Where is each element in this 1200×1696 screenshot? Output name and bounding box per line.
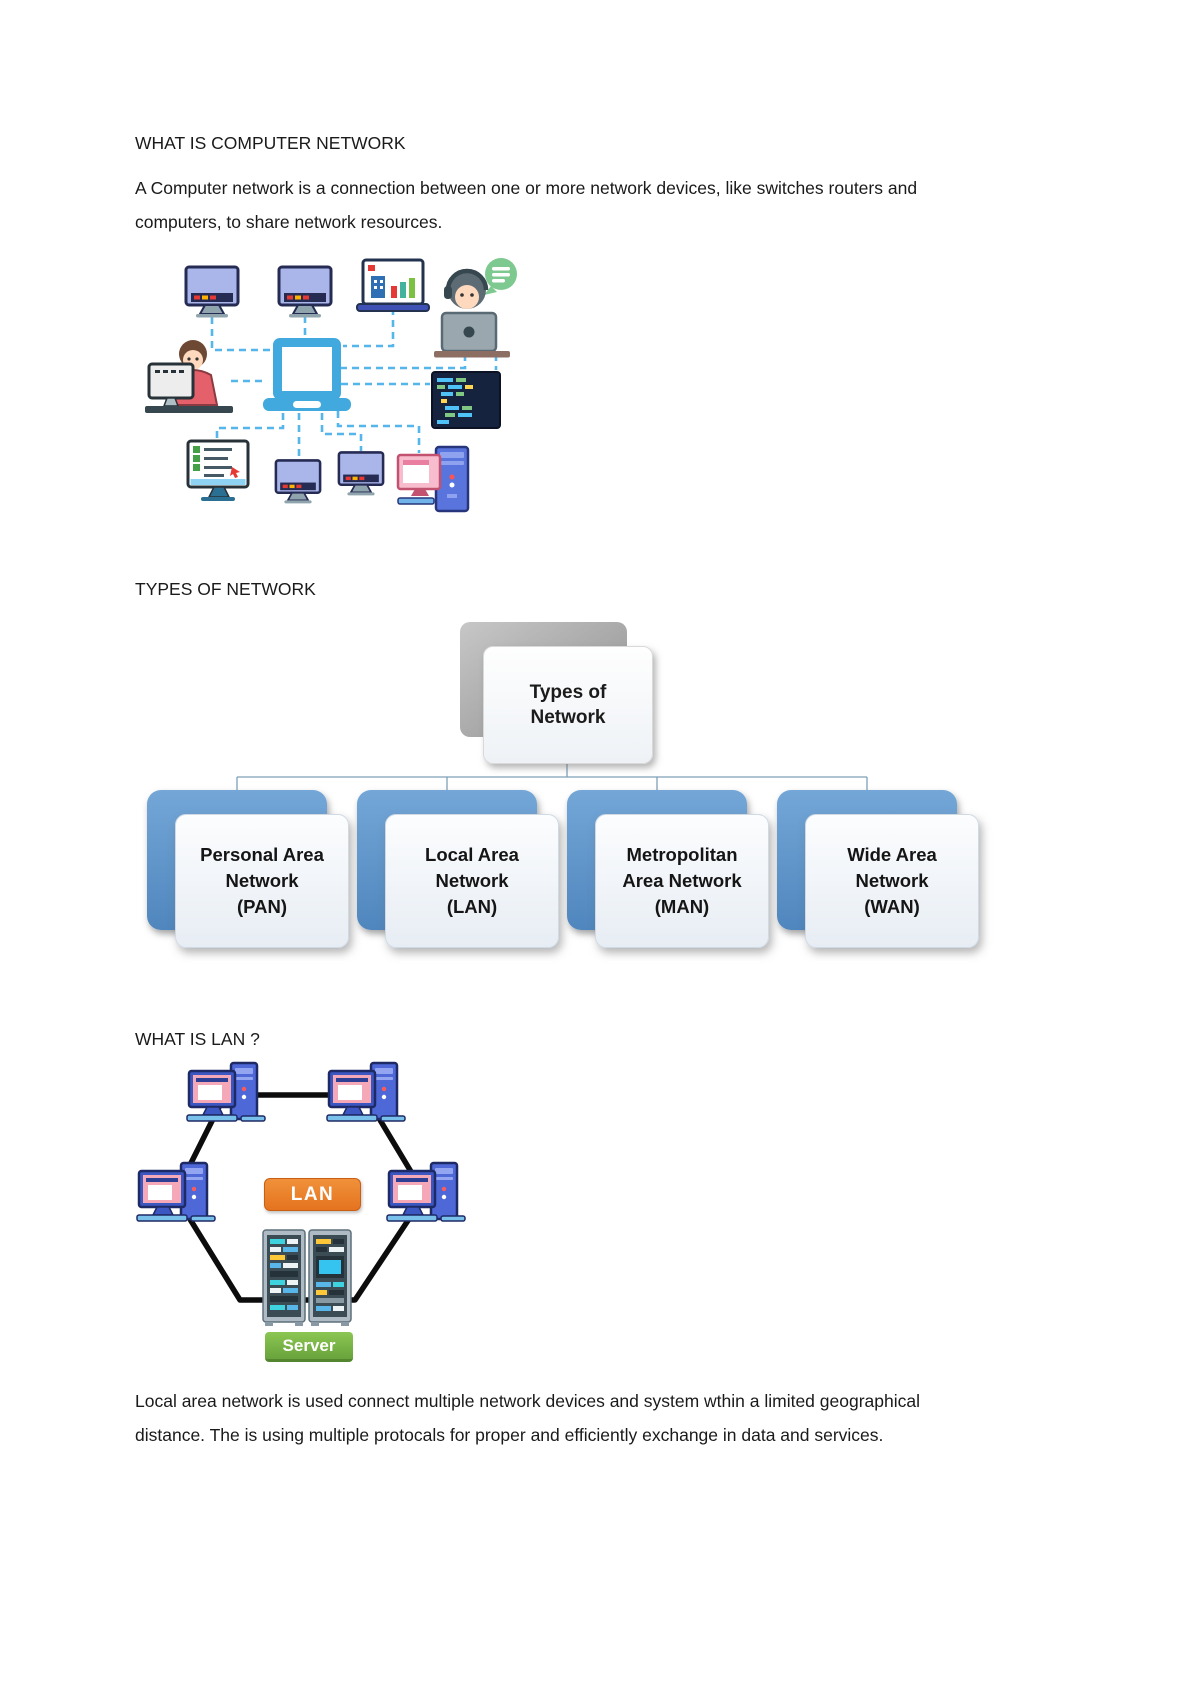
diagram-connectors (236, 762, 868, 790)
network-illustration (145, 258, 517, 513)
headset-icon (445, 268, 489, 291)
lan-box: Local Area Network (LAN) (385, 814, 559, 948)
pan-label-line: Network (225, 870, 299, 891)
intro-heading: WHAT IS COMPUTER NETWORK (135, 133, 406, 153)
lan-heading: WHAT IS LAN ? (135, 1029, 260, 1049)
wan-box: Wide Area Network (WAN) (805, 814, 979, 948)
central-laptop-icon (263, 338, 351, 411)
desk-icon (434, 351, 510, 358)
desktop-monitor-icon (184, 265, 240, 319)
lan-topology (135, 1061, 467, 1326)
pan-label-line: (PAN) (236, 896, 287, 917)
lan-badge: LAN (264, 1178, 361, 1211)
code-terminal-icon (431, 371, 501, 429)
man-label-line: (MAN) (654, 896, 710, 917)
desktop-monitor-icon (274, 459, 322, 505)
workstation-pc-icon (135, 1161, 217, 1223)
analytics-laptop-icon (356, 258, 430, 312)
workstation-pc-icon (385, 1161, 467, 1223)
pan-label-line: Personal Area (200, 844, 324, 865)
cursor-icon (230, 467, 240, 478)
root-box: Types of Network (483, 646, 653, 764)
types-heading: TYPES OF NETWORK (135, 579, 316, 599)
wan-label-line: Network (855, 870, 929, 891)
lan-diagram: LAN Server (135, 1060, 495, 1372)
lan-label-line: (LAN) (446, 896, 498, 917)
workstation-pc-icon (185, 1061, 267, 1123)
checklist-monitor-icon (186, 439, 250, 501)
man-label-line: Area Network (622, 870, 742, 891)
root-box-label: Types of Network (529, 682, 607, 728)
desktop-monitor-icon (337, 451, 385, 497)
server-rack-icon (262, 1229, 352, 1326)
workstation-pc-icon (325, 1061, 407, 1123)
wan-label-line: (WAN) (864, 896, 920, 917)
lan-label-line: Local Area (425, 844, 519, 865)
user-at-desktop-icon (145, 340, 233, 413)
types-of-network-diagram: Types of Network Personal Area Network (… (0, 610, 1200, 960)
speech-bubble-icon (484, 258, 517, 295)
server-badge: Server (265, 1332, 353, 1362)
man-box: Metropolitan Area Network (MAN) (595, 814, 769, 948)
support-agent-icon (434, 258, 517, 358)
man-label-line: Metropolitan (626, 844, 738, 865)
desktop-monitor-icon (277, 265, 333, 319)
desktop-tower-icon (396, 445, 470, 513)
intro-paragraph: A Computer network is a connection betwe… (135, 178, 918, 232)
dashed-network-links (210, 308, 498, 460)
lan-paragraph: Local area network is used connect multi… (135, 1391, 920, 1445)
pan-box: Personal Area Network (PAN) (175, 814, 349, 948)
wan-label-line: Wide Area (847, 844, 937, 865)
lan-label-line: Network (435, 870, 509, 891)
